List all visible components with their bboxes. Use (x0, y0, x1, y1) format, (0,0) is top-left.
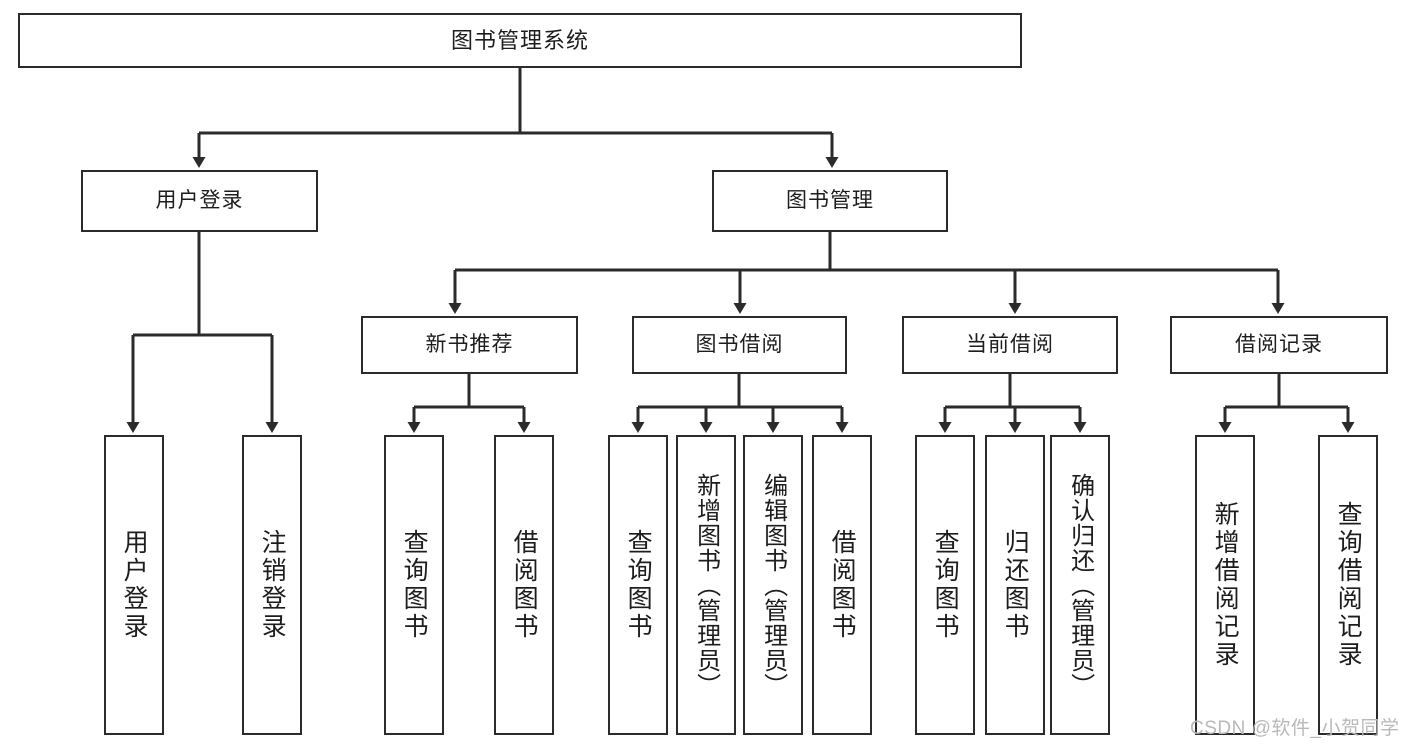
node-label: 借阅记录 (1235, 332, 1323, 356)
leaf-confirm-return-admin[interactable]: 确认归还（管理员） (1050, 435, 1110, 735)
leaf-query-book-recommend[interactable]: 查询图书 (384, 435, 444, 735)
node-label: 用户登录 (155, 188, 244, 212)
node-label: 确认归还（管理员） (1066, 472, 1094, 698)
node-label: 查询图书 (400, 529, 429, 641)
node-label: 注销登录 (258, 529, 287, 641)
node-label: 新书推荐 (425, 332, 514, 356)
node-new-book-recommend[interactable]: 新书推荐 (361, 316, 578, 374)
node-label: 新增图书（管理员） (692, 472, 720, 698)
leaf-user-login[interactable]: 用户登录 (104, 435, 164, 735)
node-book-borrow[interactable]: 图书借阅 (632, 316, 847, 374)
node-label: 借阅图书 (510, 529, 539, 641)
node-label: 图书管理系统 (450, 27, 589, 53)
node-label: 用户登录 (120, 529, 149, 641)
node-label: 借阅图书 (828, 529, 857, 641)
node-current-borrow[interactable]: 当前借阅 (902, 316, 1118, 374)
leaf-query-book-borrow[interactable]: 查询图书 (608, 435, 668, 735)
node-label: 当前借阅 (966, 332, 1054, 356)
leaf-logout[interactable]: 注销登录 (242, 435, 302, 735)
leaf-borrow-book-recommend[interactable]: 借阅图书 (494, 435, 554, 735)
node-label: 查询借阅记录 (1334, 501, 1363, 669)
node-label: 归还图书 (1001, 529, 1030, 641)
node-book-manage[interactable]: 图书管理 (712, 170, 948, 232)
node-label: 图书借阅 (695, 332, 784, 356)
leaf-query-book-current[interactable]: 查询图书 (915, 435, 975, 735)
node-label: 查询图书 (624, 529, 653, 641)
node-root-system[interactable]: 图书管理系统 (18, 13, 1022, 68)
leaf-add-book-admin[interactable]: 新增图书（管理员） (676, 435, 736, 735)
node-borrow-record[interactable]: 借阅记录 (1170, 316, 1388, 374)
node-user-login[interactable]: 用户登录 (81, 170, 318, 232)
node-label: 图书管理 (786, 188, 874, 212)
leaf-return-book[interactable]: 归还图书 (985, 435, 1045, 735)
leaf-borrow-book[interactable]: 借阅图书 (812, 435, 872, 735)
csdn-watermark: CSDN @软件_小贺同学 (1190, 718, 1400, 739)
leaf-add-borrow-record[interactable]: 新增借阅记录 (1195, 435, 1255, 735)
node-label: 查询图书 (931, 529, 960, 641)
leaf-edit-book-admin[interactable]: 编辑图书（管理员） (743, 435, 803, 735)
node-label: 编辑图书（管理员） (759, 472, 787, 698)
node-label: 新增借阅记录 (1211, 501, 1240, 669)
leaf-query-borrow-record[interactable]: 查询借阅记录 (1318, 435, 1378, 735)
